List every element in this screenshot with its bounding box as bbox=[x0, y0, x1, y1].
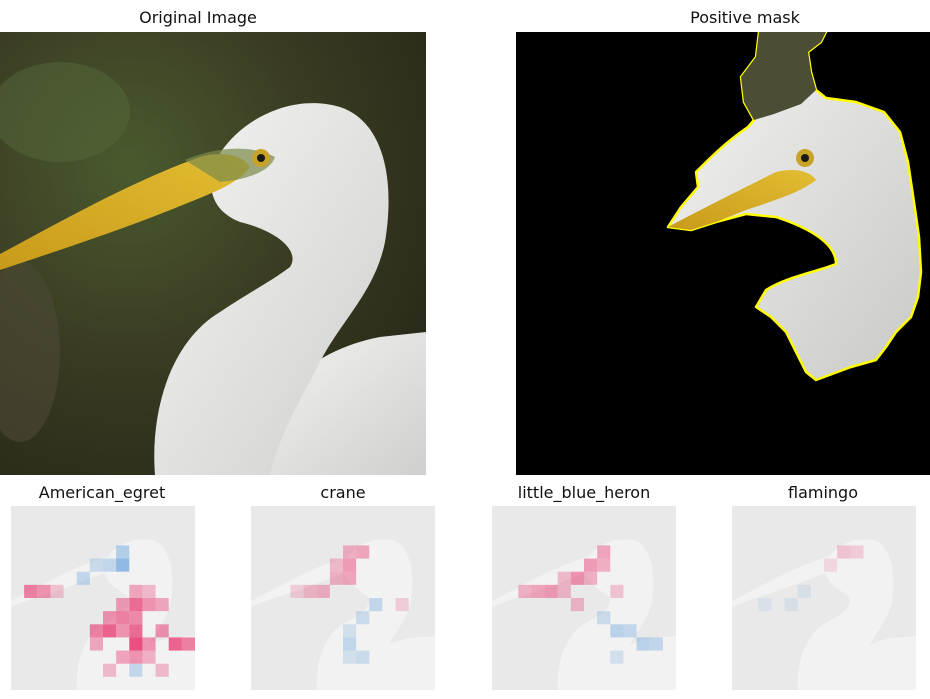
positive-attribution-cell bbox=[89, 637, 103, 651]
positive-attribution-cell bbox=[116, 650, 130, 664]
positive-attribution-cell bbox=[343, 571, 357, 585]
positive-attribution-cell bbox=[116, 611, 130, 625]
positive-attribution-cell bbox=[129, 584, 143, 598]
positive-attribution-cell bbox=[129, 637, 143, 651]
positive-attribution-cell bbox=[103, 663, 117, 677]
positive-attribution-cell bbox=[103, 624, 117, 638]
positive-attribution-cell bbox=[518, 584, 532, 598]
negative-attribution-cell bbox=[597, 611, 611, 625]
positive-attribution-cell bbox=[531, 584, 545, 598]
bird-silhouette bbox=[11, 539, 195, 690]
positive-attribution-cell bbox=[129, 598, 143, 612]
negative-attribution-cell bbox=[103, 558, 117, 572]
positive-attribution-cell bbox=[584, 571, 598, 585]
positive-attribution-cell bbox=[557, 571, 571, 585]
negative-attribution-cell bbox=[116, 545, 130, 559]
negative-attribution-cell bbox=[343, 637, 357, 651]
negative-attribution-cell bbox=[116, 558, 130, 572]
negative-attribution-cell bbox=[76, 571, 90, 585]
positive-attribution-cell bbox=[50, 584, 64, 598]
positive-attribution-cell bbox=[129, 650, 143, 664]
positive-attribution-cell bbox=[597, 558, 611, 572]
positive-attribution-cell bbox=[142, 637, 156, 651]
positive-attribution-cell bbox=[116, 598, 130, 612]
positive-attribution-cell bbox=[290, 584, 304, 598]
heatmap-little-blue-heron bbox=[492, 506, 676, 690]
class-title-crane: crane bbox=[320, 483, 366, 502]
positive-attribution-cell bbox=[610, 584, 624, 598]
positive-attribution-cell bbox=[181, 637, 195, 651]
positive-attribution-cell bbox=[343, 558, 357, 572]
negative-attribution-cell bbox=[343, 650, 357, 664]
positive-attribution-cell bbox=[597, 545, 611, 559]
negative-attribution-cell bbox=[797, 584, 811, 598]
positive-attribution-cell bbox=[343, 545, 357, 559]
positive-attribution-cell bbox=[303, 584, 317, 598]
negative-attribution-cell bbox=[610, 650, 624, 664]
positive-attribution-cell bbox=[570, 598, 584, 612]
positive-attribution-cell bbox=[116, 624, 130, 638]
positive-attribution-cell bbox=[584, 558, 598, 572]
bird-silhouette bbox=[251, 539, 435, 690]
positive-attribution-cell bbox=[837, 545, 851, 559]
positive-attribution-cell bbox=[142, 650, 156, 664]
positive-attribution-cell bbox=[155, 624, 169, 638]
positive-attribution-cell bbox=[316, 584, 330, 598]
negative-attribution-cell bbox=[610, 624, 624, 638]
positive-attribution-cell bbox=[89, 624, 103, 638]
positive-attribution-cell bbox=[142, 584, 156, 598]
positive-attribution-cell bbox=[356, 545, 370, 559]
positive-attribution-cell bbox=[850, 545, 864, 559]
bird-silhouette bbox=[732, 539, 916, 690]
positive-attribution-cell bbox=[103, 611, 117, 625]
negative-attribution-cell bbox=[369, 598, 383, 612]
negative-attribution-cell bbox=[356, 650, 370, 664]
positive-attribution-cell bbox=[155, 598, 169, 612]
negative-attribution-cell bbox=[356, 611, 370, 625]
positive-mask-title: Positive mask bbox=[690, 8, 800, 27]
positive-attribution-cell bbox=[329, 558, 343, 572]
class-title-little-blue-heron: little_blue_heron bbox=[517, 483, 651, 502]
original-image-title: Original Image bbox=[139, 8, 257, 27]
positive-attribution-cell bbox=[24, 584, 38, 598]
positive-attribution-cell bbox=[129, 624, 143, 638]
heatmap-american-egret bbox=[11, 506, 195, 690]
heatmap-flamingo bbox=[732, 506, 916, 690]
positive-mask-image bbox=[516, 32, 930, 475]
positive-attribution-cell bbox=[570, 571, 584, 585]
negative-attribution-cell bbox=[784, 598, 798, 612]
negative-attribution-cell bbox=[636, 637, 650, 651]
positive-attribution-cell bbox=[142, 598, 156, 612]
positive-attribution-cell bbox=[824, 558, 838, 572]
positive-attribution-cell bbox=[155, 663, 169, 677]
negative-attribution-cell bbox=[623, 624, 637, 638]
positive-attribution-cell bbox=[37, 584, 51, 598]
class-title-flamingo: flamingo bbox=[788, 483, 858, 502]
class-title-american-egret: American_egret bbox=[38, 483, 166, 502]
positive-attribution-cell bbox=[395, 598, 409, 612]
positive-attribution-cell bbox=[168, 637, 182, 651]
heatmap-crane bbox=[251, 506, 435, 690]
negative-attribution-cell bbox=[758, 598, 772, 612]
positive-attribution-cell bbox=[129, 611, 143, 625]
positive-attribution-cell bbox=[557, 584, 571, 598]
negative-attribution-cell bbox=[89, 558, 103, 572]
original-image bbox=[0, 32, 426, 475]
positive-attribution-cell bbox=[544, 584, 558, 598]
negative-attribution-cell bbox=[649, 637, 663, 651]
bird-silhouette bbox=[492, 539, 676, 690]
negative-attribution-cell bbox=[343, 624, 357, 638]
negative-attribution-cell bbox=[129, 663, 143, 677]
positive-attribution-cell bbox=[329, 571, 343, 585]
